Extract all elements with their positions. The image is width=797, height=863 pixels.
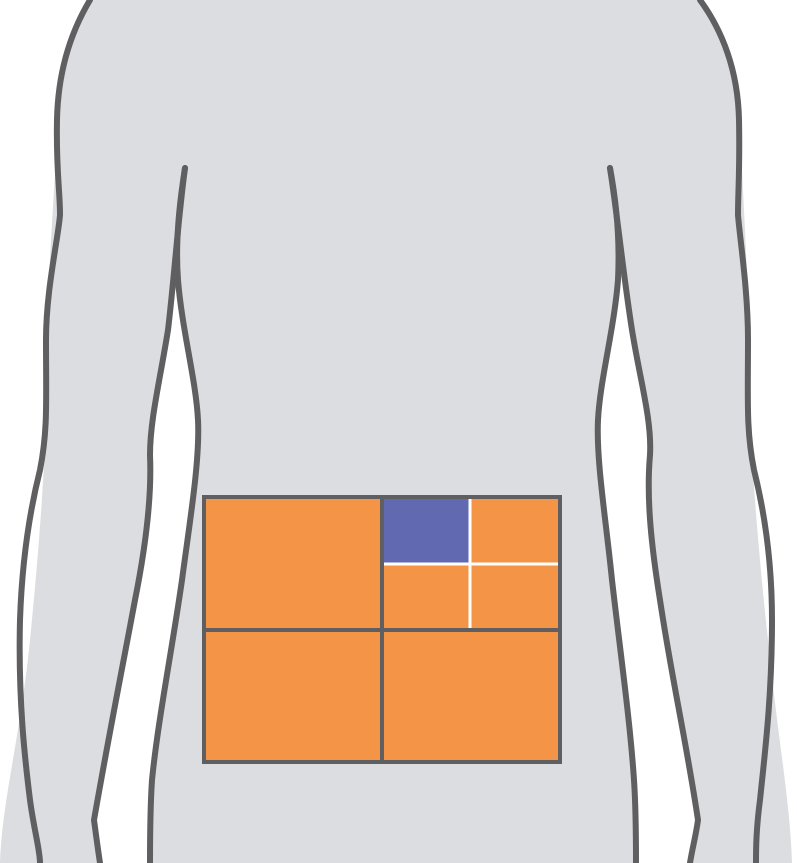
- region-lower-left[interactable]: [204, 630, 382, 762]
- torso-outline-left: [16, 0, 93, 863]
- region-lower-right[interactable]: [382, 630, 560, 762]
- torso-outline-right: [697, 0, 776, 863]
- right-inner-outline-arm: [607, 165, 702, 863]
- left-inner-outline-torso: [147, 165, 202, 863]
- left-inner-outline-arm: [90, 165, 188, 863]
- region-upper-left[interactable]: [204, 497, 382, 630]
- right-inner-outline-torso: [594, 165, 639, 863]
- region-upper-right-top-left-highlighted[interactable]: [383, 498, 469, 564]
- lower-back-region-grid: [202, 495, 562, 764]
